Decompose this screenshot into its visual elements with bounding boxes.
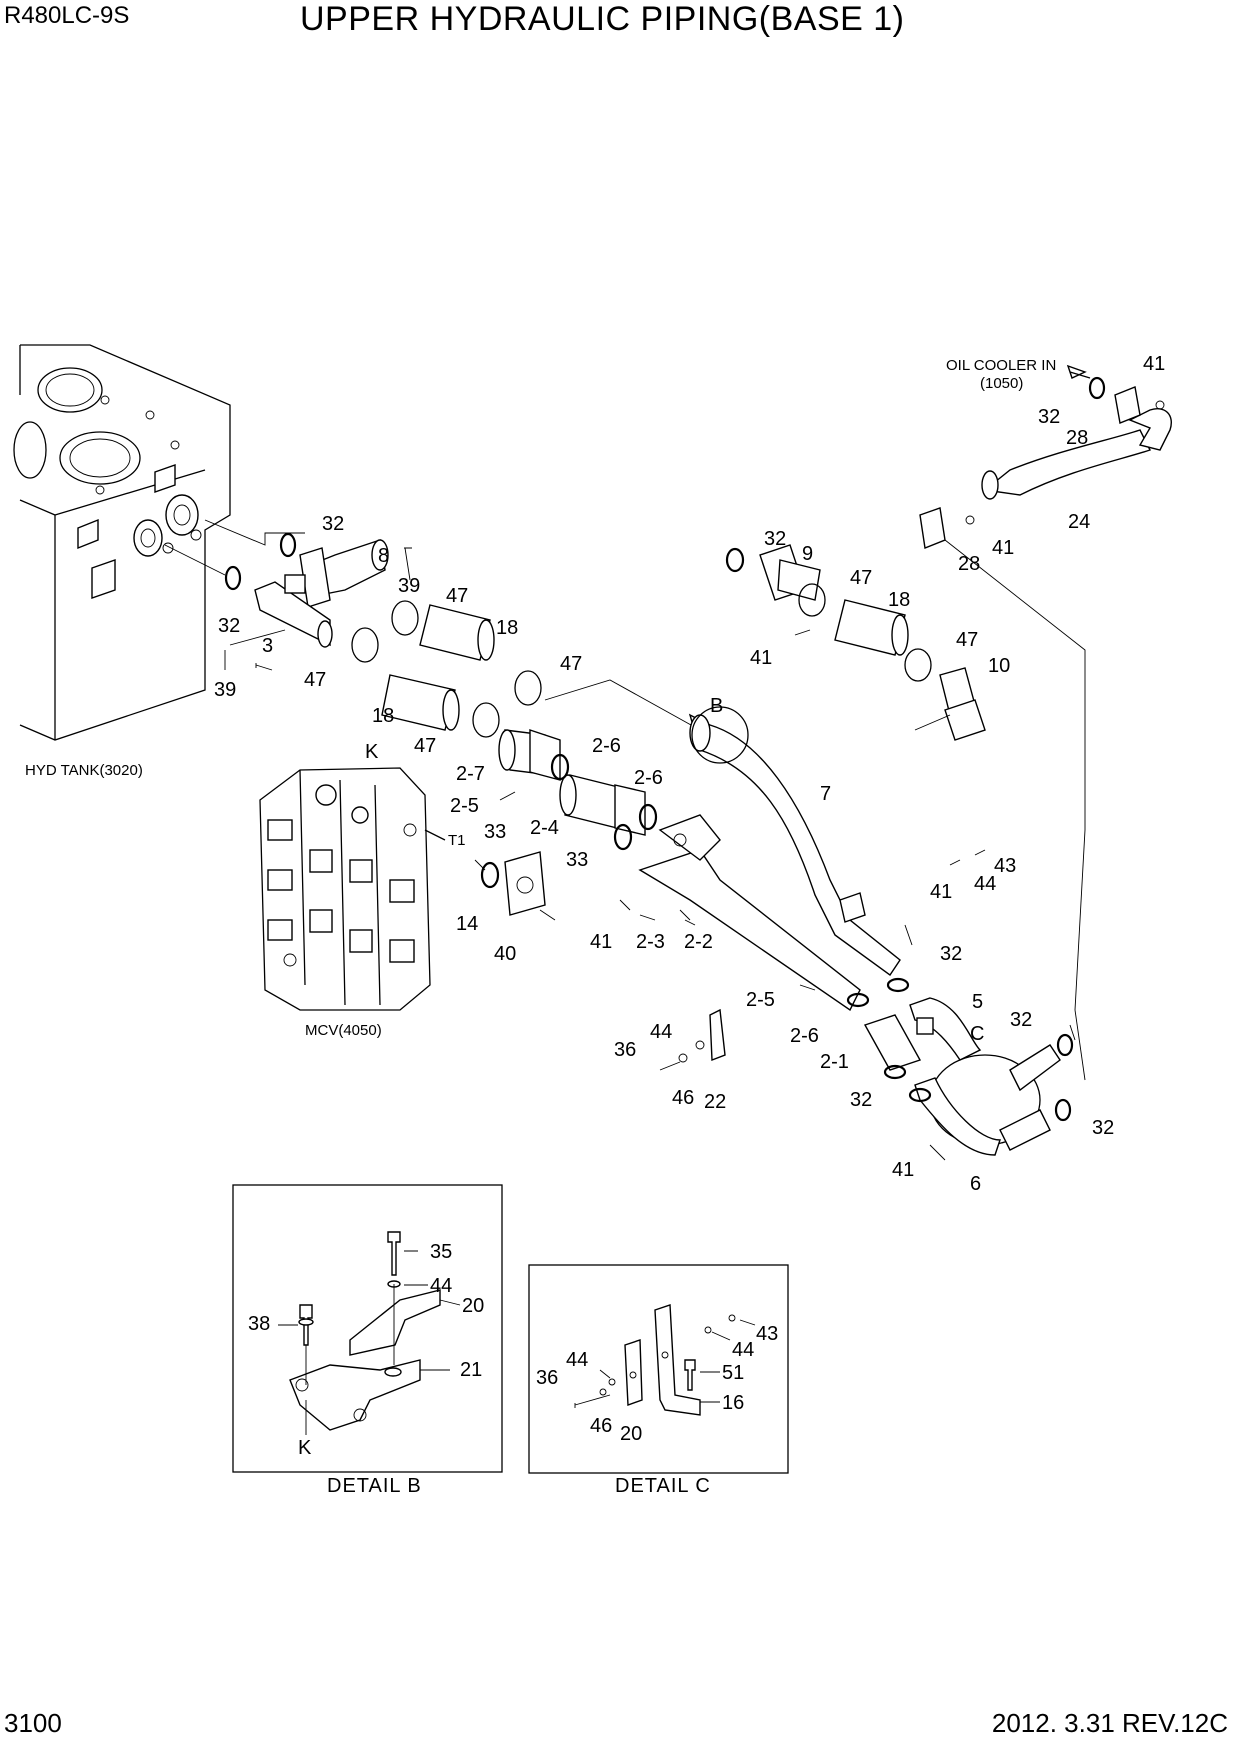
callout-labels: 32 8 39 47 32 3 39 47 18 47 18 47 K 2-7 … xyxy=(214,353,1165,1195)
callout-47: 47 xyxy=(304,669,326,691)
detail-c-callout-36: 36 xyxy=(536,1367,558,1389)
page-number: 3100 xyxy=(4,1708,62,1738)
revision-date: 2012. 3.31 REV.12C xyxy=(991,1708,1228,1738)
callout-41: 41 xyxy=(930,881,952,903)
detail-c-panel: 43 44 44 51 36 16 46 20 xyxy=(528,1264,789,1474)
callout-39: 39 xyxy=(214,679,236,701)
callout-k: K xyxy=(365,741,379,763)
detail-c-callout-16: 16 xyxy=(722,1392,744,1414)
tank-reference: HYD TANK(3020) xyxy=(25,762,143,779)
callout-32: 32 xyxy=(322,513,344,535)
callout-10: 10 xyxy=(988,655,1010,677)
oil-cooler-label: OIL COOLER IN xyxy=(946,357,1056,374)
detail-c-caption: DETAIL C xyxy=(615,1475,711,1497)
callout-32: 32 xyxy=(1010,1009,1032,1031)
callout-28: 28 xyxy=(958,553,980,575)
callout-2-3: 2-3 xyxy=(636,931,665,953)
callout-2-5: 2-5 xyxy=(746,989,775,1011)
detail-c-callout-46: 46 xyxy=(590,1415,612,1437)
callout-32: 32 xyxy=(764,528,786,550)
callout-32: 32 xyxy=(218,615,240,637)
callout-44: 44 xyxy=(974,873,996,895)
detail-c-callout-44: 44 xyxy=(732,1339,754,1361)
callout-47: 47 xyxy=(560,653,582,675)
callout-c: C xyxy=(970,1023,984,1045)
port-t1-label: T1 xyxy=(448,832,466,849)
page-title: UPPER HYDRAULIC PIPING(BASE 1) xyxy=(300,0,905,38)
callout-18: 18 xyxy=(888,589,910,611)
callout-2-2: 2-2 xyxy=(684,931,713,953)
callout-41: 41 xyxy=(750,647,772,669)
model-number: R480LC-9S xyxy=(4,2,130,29)
callout-2-4: 2-4 xyxy=(530,817,559,839)
callout-18: 18 xyxy=(372,705,394,727)
callout-5: 5 xyxy=(972,991,983,1013)
right-upper-assembly xyxy=(725,364,1172,1081)
oil-cooler-reference: (1050) xyxy=(980,375,1023,392)
detail-c-callout-43: 43 xyxy=(756,1323,778,1345)
callout-46: 46 xyxy=(672,1087,694,1109)
callout-22: 22 xyxy=(704,1091,726,1113)
callout-47: 47 xyxy=(446,585,468,607)
callout-2-6: 2-6 xyxy=(634,767,663,789)
callout-b: B xyxy=(710,695,723,717)
callout-7: 7 xyxy=(820,783,831,805)
callout-2-6: 2-6 xyxy=(790,1025,819,1047)
callout-14: 14 xyxy=(456,913,478,935)
detail-b-callout-38: 38 xyxy=(248,1313,270,1335)
detail-b-callout-20: 20 xyxy=(462,1295,484,1317)
main-control-valve xyxy=(259,767,446,1011)
callout-32: 32 xyxy=(1038,406,1060,428)
callout-39: 39 xyxy=(398,575,420,597)
detail-b-callout-k: K xyxy=(298,1437,312,1459)
callout-43: 43 xyxy=(994,855,1016,877)
callout-24: 24 xyxy=(1068,511,1090,533)
callout-2-1: 2-1 xyxy=(820,1051,849,1073)
detail-c-callout-44: 44 xyxy=(566,1349,588,1371)
callout-40: 40 xyxy=(494,943,516,965)
detail-b-callout-44: 44 xyxy=(430,1275,452,1297)
callout-47: 47 xyxy=(956,629,978,651)
callout-41: 41 xyxy=(590,931,612,953)
detail-c-callout-20: 20 xyxy=(620,1423,642,1445)
callout-32: 32 xyxy=(940,943,962,965)
hydraulic-tank xyxy=(13,344,231,741)
callout-18: 18 xyxy=(496,617,518,639)
callout-28: 28 xyxy=(1066,427,1088,449)
callout-2-7: 2-7 xyxy=(456,763,485,785)
center-pipe-assembly xyxy=(474,706,1074,1161)
callout-41: 41 xyxy=(1143,353,1165,375)
callout-33: 33 xyxy=(484,821,506,843)
detail-b-callout-35: 35 xyxy=(430,1241,452,1263)
callout-32: 32 xyxy=(1092,1117,1114,1139)
callout-2-5: 2-5 xyxy=(450,795,479,817)
left-pipe-assembly xyxy=(164,519,701,738)
detail-b-caption: DETAIL B xyxy=(327,1475,422,1497)
mcv-reference: MCV(4050) xyxy=(305,1022,382,1039)
callout-33: 33 xyxy=(566,849,588,871)
callout-3: 3 xyxy=(262,635,273,657)
callout-36: 36 xyxy=(614,1039,636,1061)
callout-44: 44 xyxy=(650,1021,672,1043)
callout-32: 32 xyxy=(850,1089,872,1111)
callout-2-6: 2-6 xyxy=(592,735,621,757)
detail-b-panel: 35 44 20 38 21 K xyxy=(232,1184,503,1473)
detail-b-callout-21: 21 xyxy=(460,1359,482,1381)
callout-47: 47 xyxy=(414,735,436,757)
callout-8: 8 xyxy=(378,545,389,567)
callout-6: 6 xyxy=(970,1173,981,1195)
detail-c-callout-51: 51 xyxy=(722,1362,744,1384)
callout-9: 9 xyxy=(802,543,813,565)
callout-47: 47 xyxy=(850,567,872,589)
callout-41: 41 xyxy=(992,537,1014,559)
callout-41: 41 xyxy=(892,1159,914,1181)
